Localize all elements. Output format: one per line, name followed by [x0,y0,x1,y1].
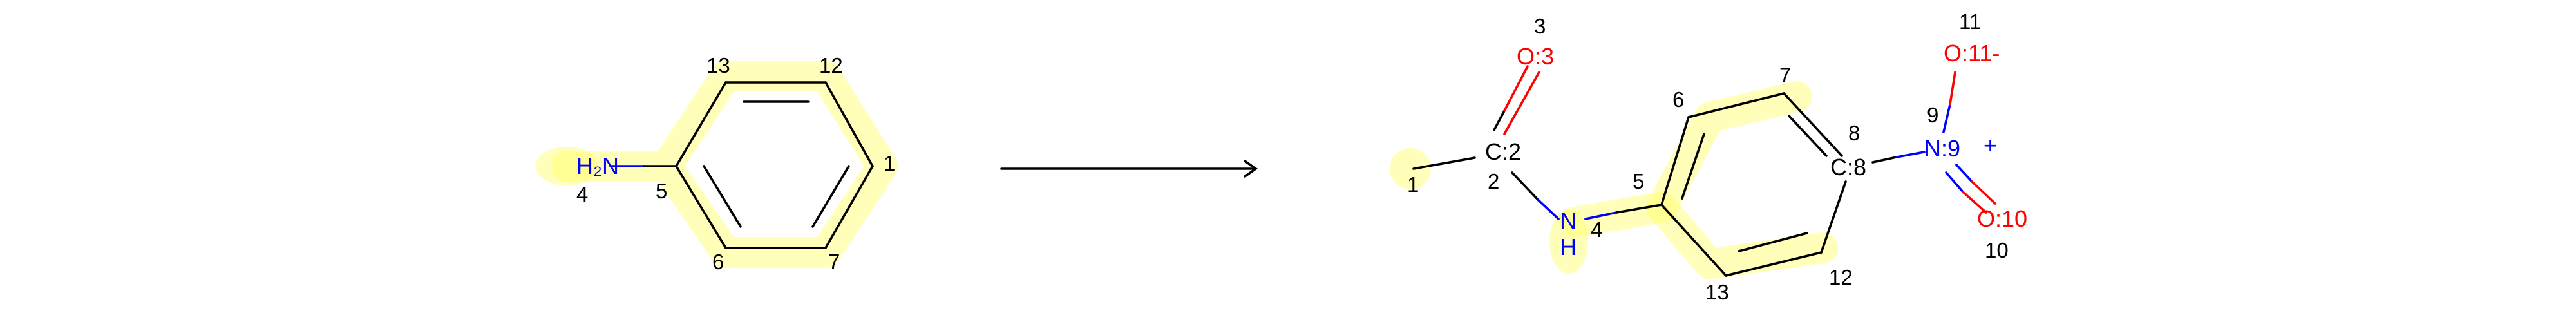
bond-c2-o3-a [1503,71,1540,135]
nitro-nitrogen-label: N:9 [1924,135,1960,162]
bond-c6-c5 [675,165,727,249]
bond-c1-c7 [824,165,874,249]
p-atom-map-9: 9 [1927,103,1938,127]
p-atom-map-4: 4 [1591,218,1602,242]
bond-c2-o3-b-black [1493,109,1506,131]
bond-n4-c5-black [1615,204,1663,214]
bond-n9-o11 [1949,71,1956,106]
bond-c2-o3-b [1503,65,1529,112]
bond-c1-c2 [1412,156,1476,170]
reactant-bonds [609,81,874,249]
reactant-molecule: H₂N 4 5 13 12 1 7 6 [536,53,898,274]
product-molecule: 1 C:2 2 O:3 3 N H 4 5 6 7 C:8 8 N:9 9 + … [1390,10,2027,304]
carbonyl-oxygen-label: O:3 [1517,43,1554,70]
p-atom-map-2: 2 [1488,169,1499,193]
product-bonds [1412,65,1996,277]
aromatic-inner-left [703,165,742,228]
reactant-highlight [536,61,898,268]
nitro-oxygen-label: O:10 [1977,205,2027,232]
bond-c8-n9-black [1871,156,1898,164]
bond-c5-c6 [1660,116,1690,206]
bond-c12-c13 [1725,251,1823,277]
p-atom-map-6: 6 [1672,88,1684,111]
bond-n4-c5 [1584,211,1618,220]
p-atom-map-5: 5 [1633,169,1644,193]
aromatic-inner-right [811,165,850,228]
bond-c2-n4-black [1511,171,1539,201]
atom-map-7: 7 [828,250,840,274]
aromatic-inner-right [1788,115,1828,157]
aromatic-inner-bottom [1738,232,1808,252]
bond-n9-o10-b [1971,180,1996,205]
bond-c7-c8 [1783,92,1843,157]
aromatic-inner-left [1681,133,1705,200]
bond-c2-n4 [1537,198,1560,220]
bond-c6-c7 [1687,92,1785,118]
bond-n9-o10-a-blue [1945,171,1964,193]
carbonyl-carbon-label: C:2 [1485,138,1521,165]
p-atom-map-7: 7 [1779,63,1791,87]
p-atom-map-8: 8 [1848,121,1860,145]
p-atom-map-1: 1 [1407,173,1419,196]
p-atom-map-11: 11 [1959,10,1981,33]
bond-n9-o10-a [1962,191,1987,214]
atom-map-13: 13 [706,53,730,77]
bond-c8-c12 [1820,180,1847,254]
product-highlight [1390,81,1838,279]
bond-c8-n9 [1895,151,1926,158]
p-atom-map-13: 13 [1705,280,1729,304]
bond-c13-c5 [1660,204,1727,277]
bond-c12-c1 [824,81,874,167]
atom-map-4: 4 [576,182,588,206]
amide-nitrogen-label: N [1560,207,1577,234]
nitro-oxygen-minus-label: O:11- [1944,40,2000,66]
nitro-carbon-label: C:8 [1830,154,1866,180]
reaction-arrow [1000,160,1258,178]
bond-c5-c13 [675,81,727,167]
atom-map-5: 5 [656,179,667,203]
amide-hydrogen-label: H [1560,234,1577,260]
atom-map-12: 12 [819,53,843,77]
atom-map-6: 6 [712,250,724,274]
p-atom-map-12: 12 [1829,265,1853,289]
bond-n9-o10-b-blue [1955,164,1973,183]
nitro-charge-plus: + [1984,132,1997,158]
p-atom-map-10: 10 [1985,238,2009,262]
bond-n9-o11-blue [1942,103,1951,133]
atom-map-1: 1 [884,151,895,175]
amine-label: H₂N [576,153,619,179]
p-atom-map-3: 3 [1534,14,1546,38]
